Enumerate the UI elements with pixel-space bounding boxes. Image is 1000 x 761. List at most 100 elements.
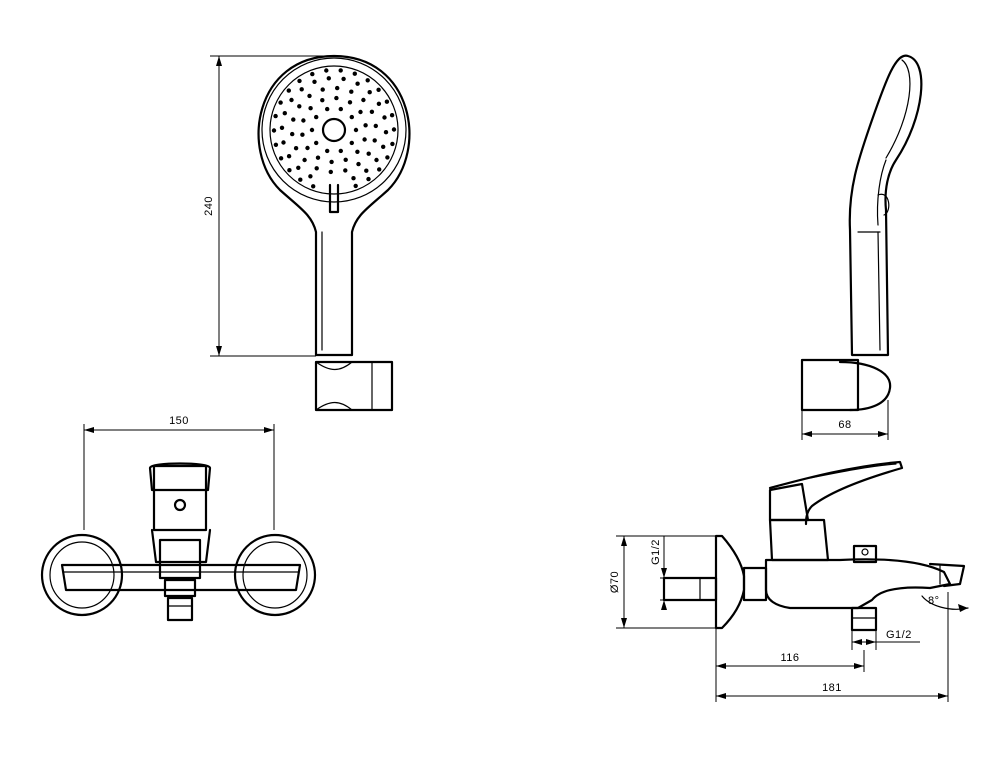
nozzle-dot <box>286 154 292 159</box>
nozzle-dot <box>278 156 284 161</box>
nozzle-dot <box>271 128 277 133</box>
nozzle-dot <box>314 166 319 171</box>
nozzle-dot <box>364 168 369 173</box>
nozzle-dot <box>349 114 354 120</box>
dimension-diameter-70: Ø70 <box>609 535 720 629</box>
nozzle-dot <box>279 125 285 130</box>
nozzle-dot <box>381 144 386 149</box>
mixer-side-view: 8° <box>662 460 969 632</box>
nozzle-dot <box>369 109 375 115</box>
nozzle-dot <box>353 127 359 133</box>
nozzle-dot <box>374 157 379 163</box>
nozzle-dot <box>299 87 304 92</box>
nozzle-dot <box>297 104 302 109</box>
nozzle-dot <box>286 88 291 93</box>
nozzle-dot <box>390 141 395 147</box>
dimension-inlet-thread: G1/2 <box>650 536 668 610</box>
nozzle-dot <box>309 127 315 133</box>
nozzle-dot <box>301 118 306 123</box>
spray-nozzles <box>271 68 397 189</box>
nozzle-dot <box>273 113 278 119</box>
nozzle-dot <box>334 95 339 101</box>
nozzle-dot <box>310 71 315 77</box>
nozzle-dot <box>308 174 313 179</box>
nozzle-dot <box>335 85 340 91</box>
nozzle-dot <box>355 81 360 86</box>
nozzle-dot <box>325 148 330 154</box>
handshower-front-view <box>257 54 411 412</box>
nozzle-dot <box>372 138 377 143</box>
nozzle-dot <box>287 168 292 173</box>
nozzle-dot <box>278 100 283 105</box>
nozzle-dot <box>349 89 354 94</box>
nozzle-dot <box>326 76 331 81</box>
nozzle-dot <box>384 99 390 104</box>
nozzle-dot <box>361 97 366 103</box>
nozzle-dot <box>320 98 325 103</box>
tilt-angle-label: 8° <box>928 595 940 607</box>
dimension-label-240: 240 <box>203 196 215 216</box>
nozzle-dot <box>373 123 378 129</box>
nozzle-dot <box>302 157 307 163</box>
nozzle-dot <box>290 131 295 137</box>
nozzle-dot <box>347 100 353 105</box>
nozzle-dot <box>305 145 310 151</box>
dimension-label-116: 116 <box>780 652 799 664</box>
nozzle-dot <box>358 109 363 115</box>
nozzle-dot <box>296 165 301 170</box>
nozzle-dot <box>338 148 343 154</box>
nozzle-dot <box>355 149 360 154</box>
nozzle-dot <box>366 151 371 156</box>
nozzle-dot <box>273 142 279 147</box>
nozzle-dot <box>300 132 305 137</box>
nozzle-dot <box>338 106 343 112</box>
handshower-side-view <box>800 54 923 412</box>
dimension-label-68: 68 <box>838 419 851 431</box>
nozzle-dot <box>343 168 348 173</box>
dimension-150: 150 <box>83 415 275 530</box>
nozzle-dot <box>366 176 371 182</box>
dimension-outlet-thread: G1/2 <box>851 629 920 650</box>
nozzle-dot <box>289 97 294 103</box>
dimension-240: 240 <box>203 55 334 357</box>
nozzle-dot <box>367 90 372 95</box>
nozzle-dot <box>363 123 368 128</box>
dimension-label-outlet-thread: G1/2 <box>886 629 912 641</box>
nozzle-dot <box>325 106 330 112</box>
nozzle-dot <box>343 157 348 162</box>
dimension-label-inlet-thread: G1/2 <box>650 539 662 565</box>
nozzle-dot <box>329 159 334 165</box>
nozzle-dot <box>376 101 382 107</box>
nozzle-dot <box>377 167 382 172</box>
nozzle-dot <box>311 184 316 189</box>
nozzle-dot <box>362 137 367 142</box>
dimension-181: 181 <box>716 592 949 702</box>
nozzle-dot <box>389 113 395 118</box>
dimension-label-181: 181 <box>822 682 842 694</box>
nozzle-dot <box>328 169 333 175</box>
dimension-68: 68 <box>801 400 889 440</box>
mixer-front-view <box>40 462 317 622</box>
nozzle-dot <box>297 78 302 84</box>
nozzle-dot <box>324 68 329 73</box>
nozzle-dot <box>293 146 299 151</box>
nozzle-dot <box>349 140 354 146</box>
nozzle-dot <box>312 79 317 85</box>
dimension-label-150: 150 <box>169 415 189 427</box>
nozzle-dot <box>385 155 390 160</box>
nozzle-dot <box>383 130 389 135</box>
nozzle-dot <box>376 87 381 93</box>
nozzle-dot <box>307 93 312 99</box>
nozzle-dot <box>281 140 286 145</box>
nozzle-dot <box>341 76 346 82</box>
nozzle-dot <box>291 117 296 122</box>
nozzle-dot <box>391 127 397 132</box>
nozzle-dot <box>338 68 343 73</box>
nozzle-dot <box>298 177 303 182</box>
nozzle-dot <box>356 161 361 167</box>
nozzle-dot <box>308 106 313 111</box>
nozzle-dot <box>365 78 370 83</box>
nozzle-dot <box>351 176 356 181</box>
nozzle-dot <box>352 71 357 76</box>
